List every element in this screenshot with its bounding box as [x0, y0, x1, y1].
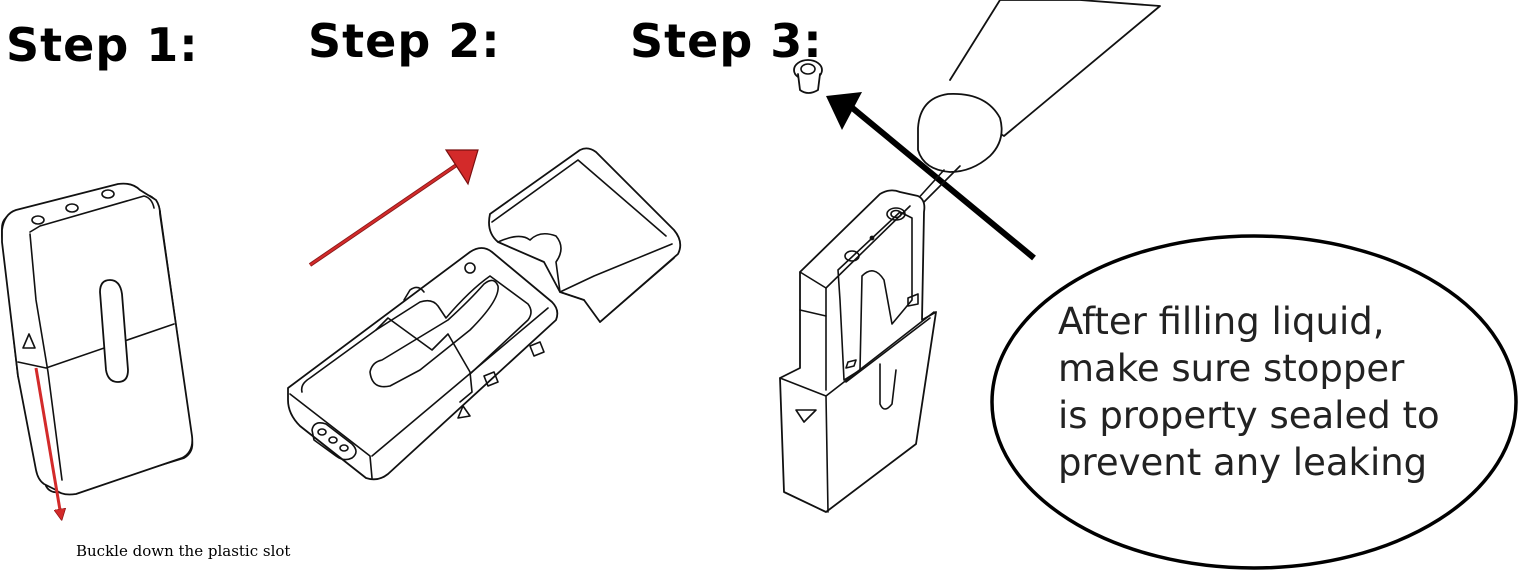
- black-arrow-head: [826, 92, 862, 130]
- note-ellipse: [990, 234, 1518, 570]
- step-2-title: Step 2:: [308, 14, 501, 68]
- step3-filling-pod: [779, 0, 1518, 570]
- step-3-title: Step 3:: [630, 14, 823, 68]
- step-3-note: After filling liquid, make sure stopper …: [1058, 298, 1440, 486]
- red-arrow-head: [444, 149, 479, 186]
- note-line: is property sealed to: [1058, 394, 1440, 437]
- stopper: [793, 59, 823, 94]
- note-line: After filling liquid,: [1058, 300, 1385, 343]
- note-line: make sure stopper: [1058, 347, 1405, 390]
- step-1-title: Step 1:: [6, 18, 199, 72]
- step2-opened-pod: [287, 147, 682, 481]
- note-line: prevent any leaking: [1058, 441, 1428, 484]
- step-1-caption: Buckle down the plastic slot: [76, 542, 291, 560]
- step1-pod-device: [1, 182, 194, 516]
